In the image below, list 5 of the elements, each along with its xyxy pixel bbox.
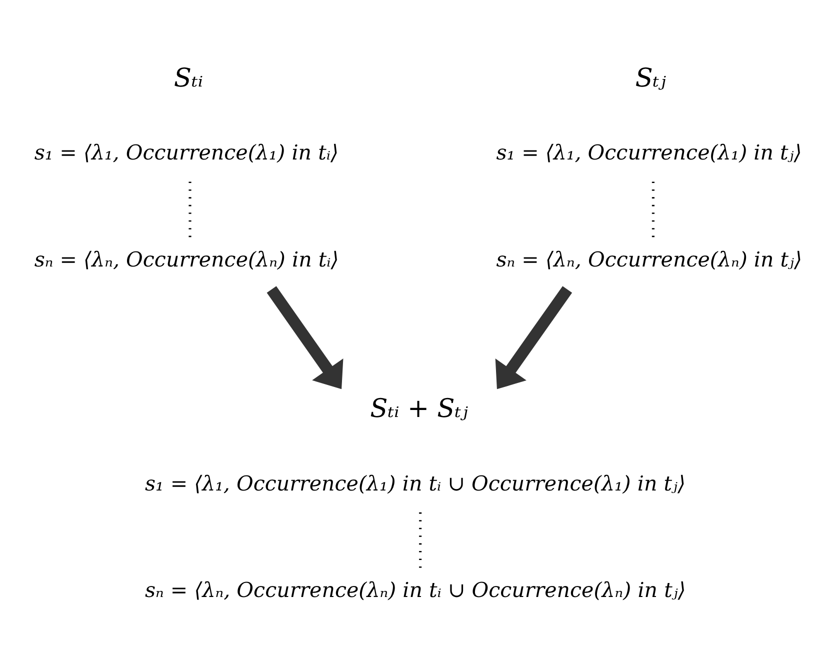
node-text: Sₜᵢ + Sₜⱼ s₁ = ⟨λ₁, Occurrence(λ₁) in tᵢ ∪ Occurrence(λ₁) in tⱼ⟩ sₙ = ⟨λₙ, Occurrence(λₙ) in tᵢ ∪ Occurrence(λₙ) in tⱼ⟩ — [144, 394, 686, 602]
node-text: Sₜᵢ s₁ = ⟨λ₁, Occurrence(λ₁) in tᵢ⟩ sₙ = ⟨λₙ, Occurrence(λₙ) in tᵢ⟩ — [34, 64, 339, 272]
node-text: Sₜⱼ s₁ = ⟨λ₁, Occurrence(λ₁) in tⱼ⟩ sₙ = ⟨λₙ, Occurrence(λₙ) in tⱼ⟩ — [496, 64, 802, 272]
arrow — [266, 286, 344, 390]
arrow — [495, 286, 572, 390]
